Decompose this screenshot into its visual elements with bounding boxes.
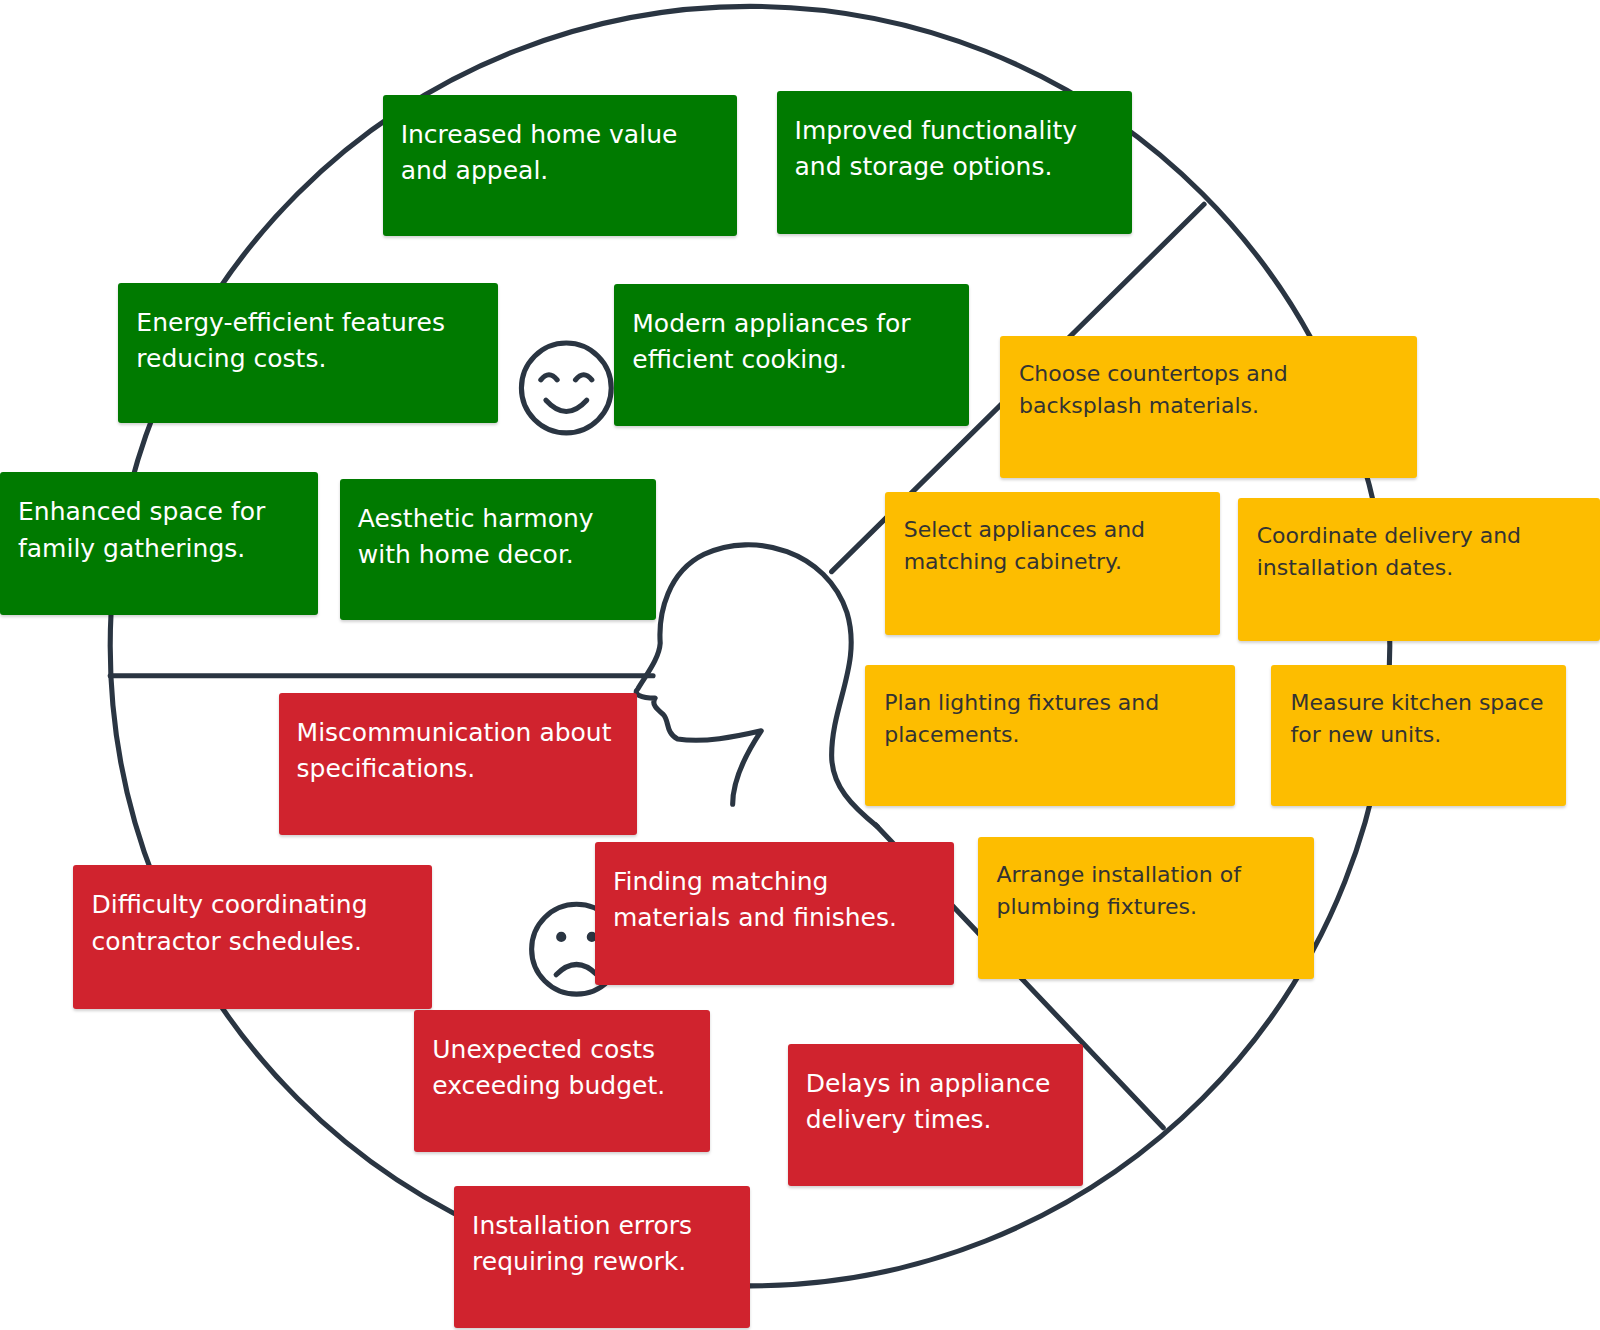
pain-note: Miscommunication about specifications. [279,693,637,835]
note-text: Installation errors requiring rework. [472,1208,734,1281]
task-note: Choose countertops and backsplash materi… [1000,336,1417,478]
task-note: Arrange installation of plumbing fixture… [978,837,1315,979]
note-text: Select appliances and matching cabinetry… [904,514,1205,578]
happy-face [521,343,611,433]
pain-note: Unexpected costs exceeding budget. [414,1010,710,1152]
pain-note: Delays in appliance delivery times. [788,1044,1083,1186]
gain-note: Aesthetic harmony with home decor. [340,479,656,621]
note-text: Finding matching materials and finishes. [613,864,938,937]
note-text: Choose countertops and backsplash materi… [1019,358,1401,422]
note-text: Coordinate delivery and installation dat… [1257,520,1584,584]
note-text: Enhanced space for family gatherings. [18,494,302,567]
gain-note: Improved functionality and storage optio… [777,91,1132,234]
pain-note: Difficulty coordinating contractor sched… [73,865,431,1009]
task-note: Measure kitchen space for new units. [1271,665,1566,806]
note-text: Plan lighting fixtures and placements. [884,687,1218,751]
task-note: Select appliances and matching cabinetry… [885,492,1221,635]
note-text: Miscommunication about specifications. [297,715,621,788]
pain-note: Installation errors requiring rework. [454,1186,750,1328]
task-note: Coordinate delivery and installation dat… [1238,498,1600,641]
note-text: Delays in appliance delivery times. [806,1066,1067,1139]
note-text: Modern appliances for efficient cooking. [632,306,953,379]
note-text: Energy-efficient features reducing costs… [136,305,482,378]
note-text: Improved functionality and storage optio… [795,113,1116,186]
gain-note: Increased home value and appeal. [383,95,737,236]
note-text: Increased home value and appeal. [401,117,721,190]
gain-note: Modern appliances for efficient cooking. [614,284,969,426]
outer-circle [110,6,1390,1286]
pain-note: Finding matching materials and finishes. [595,842,954,985]
note-text: Unexpected costs exceeding budget. [432,1032,694,1105]
note-text: Difficulty coordinating contractor sched… [91,887,415,960]
gain-note: Energy-efficient features reducing costs… [118,283,498,424]
head-silhouette [636,545,877,827]
task-note: Plan lighting fixtures and placements. [865,665,1234,806]
note-text: Arrange installation of plumbing fixture… [997,859,1299,923]
note-text: Measure kitchen space for new units. [1290,687,1550,751]
gain-note: Enhanced space for family gatherings. [0,472,318,615]
note-text: Aesthetic harmony with home decor. [358,501,640,574]
divider-line [110,673,653,678]
